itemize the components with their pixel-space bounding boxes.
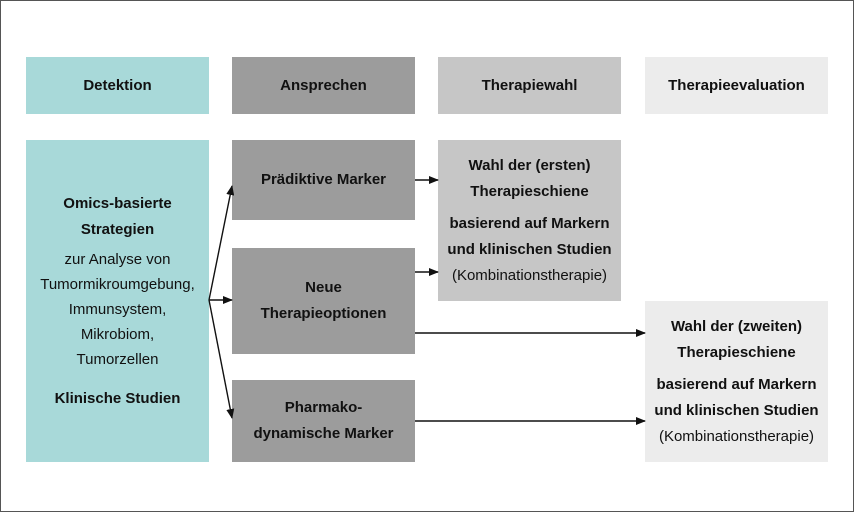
arrow-detection-to-predictive xyxy=(208,185,235,301)
pharmacodynamic-marker-box: Pharmako- dynamische Marker xyxy=(232,380,415,462)
second-therapy-basis-line1: basierend auf Markern xyxy=(656,376,817,393)
first-therapy-line-box: Wahl der (ersten) Therapieschiene basier… xyxy=(438,140,621,301)
detection-box: Omics-basierte Strategien zur Analyse vo… xyxy=(26,140,209,462)
detection-clinical-studies: Klinische Studien xyxy=(54,389,181,407)
detection-line: Tumorzellen xyxy=(76,350,159,368)
first-therapy-title-line2: Therapieschiene xyxy=(470,183,589,200)
detection-title-line2: Strategien xyxy=(80,220,155,238)
detection-line: Mikrobiom, xyxy=(80,325,155,343)
header-therapieevaluation: Therapieevaluation xyxy=(645,57,828,114)
new-therapy-options-box: Neue Therapieoptionen xyxy=(232,248,415,354)
predictive-marker-label: Prädiktive Marker xyxy=(260,171,387,188)
first-therapy-note: (Kombinationstherapie) xyxy=(451,267,608,284)
detection-line: zur Analyse von xyxy=(64,250,171,268)
header-ansprechen: Ansprechen xyxy=(232,57,415,114)
second-therapy-title-line2: Therapieschiene xyxy=(677,344,796,361)
second-therapy-line-box: Wahl der (zweiten) Therapieschiene basie… xyxy=(645,301,828,462)
pharmacodynamic-marker-line2: dynamische Marker xyxy=(253,425,394,442)
header-therapiewahl: Therapiewahl xyxy=(438,57,621,114)
first-therapy-basis-line2: und klinischen Studien xyxy=(447,241,612,258)
detection-line: Immunsystem, xyxy=(68,300,167,318)
second-therapy-title-line1: Wahl der (zweiten) xyxy=(670,318,803,335)
second-therapy-basis-line2: und klinischen Studien xyxy=(654,402,819,419)
pharmacodynamic-marker-line1: Pharmako- xyxy=(284,399,363,416)
detection-title-line1: Omics-basierte xyxy=(63,194,172,212)
predictive-marker-box: Prädiktive Marker xyxy=(232,140,415,220)
new-therapy-options-line2: Therapieoptionen xyxy=(260,305,387,322)
first-therapy-basis-line1: basierend auf Markern xyxy=(449,215,610,232)
header-detektion: Detektion xyxy=(26,57,209,114)
second-therapy-note: (Kombinationstherapie) xyxy=(658,428,815,445)
arrow-detection-to-pharmaco xyxy=(208,299,235,419)
first-therapy-title-line1: Wahl der (ersten) xyxy=(468,157,591,174)
new-therapy-options-line1: Neue xyxy=(305,279,342,296)
detection-line: Tumormikroumgebung, xyxy=(40,275,195,293)
